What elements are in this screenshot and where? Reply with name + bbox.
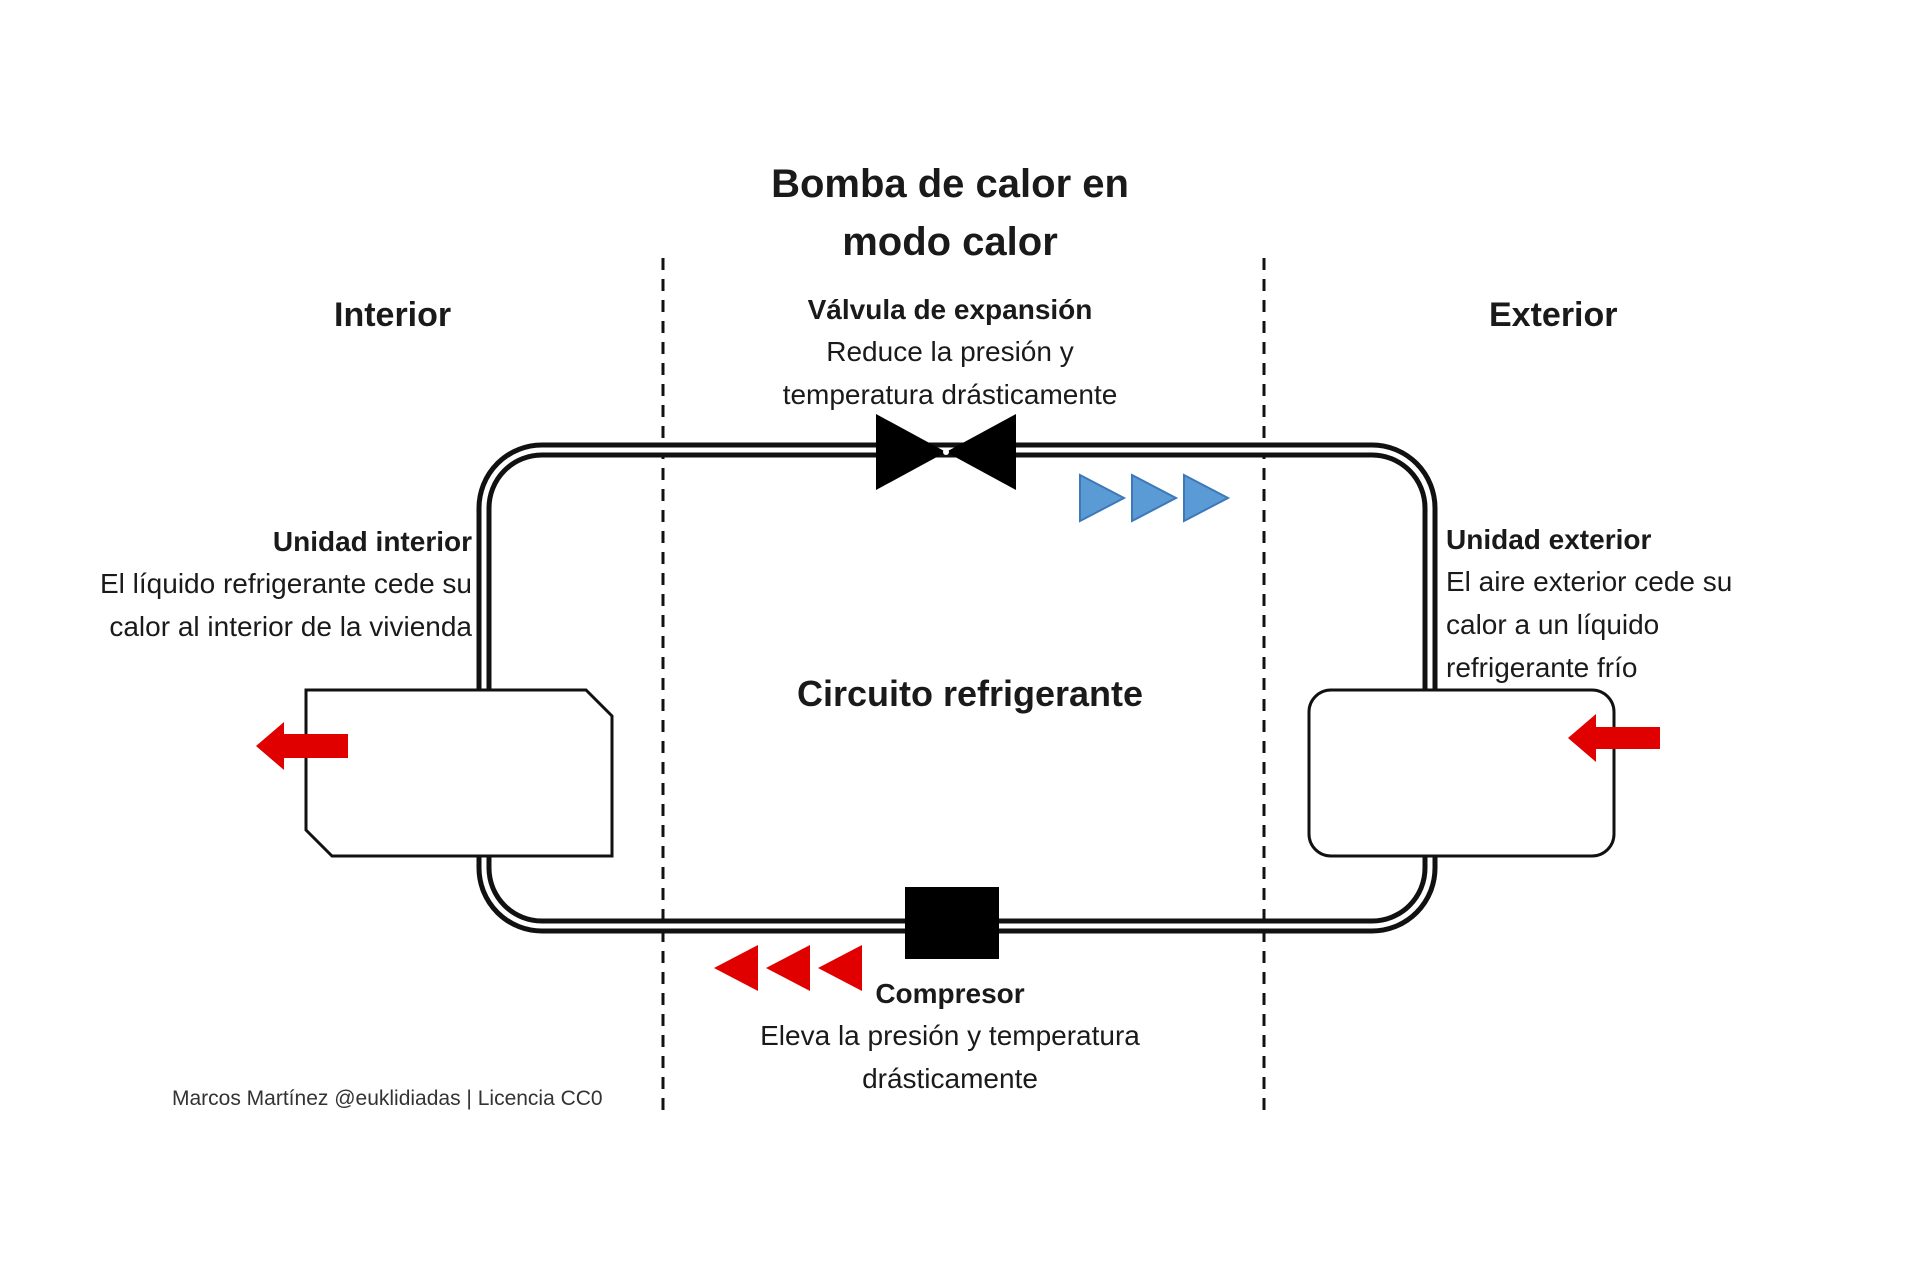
indoor-unit-description: El líquido refrigerante cede su calor al… <box>100 568 472 642</box>
expansion-valve-label: Válvula de expansión <box>807 294 1093 325</box>
cold-flow-arrows <box>1079 473 1231 523</box>
compressor-annotation: Compresor Eleva la presión y temperatura… <box>690 974 1210 1100</box>
flow-chevron-icon <box>818 945 862 991</box>
compressor-icon <box>905 887 999 959</box>
expansion-valve-description: Reduce la presión y temperatura drástica… <box>782 336 1118 410</box>
flow-chevron-icon <box>1183 473 1231 523</box>
heat-out-arrow-icon <box>256 722 348 770</box>
indoor-unit-annotation: Unidad interior El líquido refrigerante … <box>100 522 472 648</box>
circuit-label: Circuito refrigerante <box>796 673 1144 714</box>
flow-chevron-icon <box>714 945 758 991</box>
compressor-label: Compresor <box>875 978 1025 1009</box>
indoor-unit-box <box>304 688 614 858</box>
diagram-title: Bomba de calor en modo calor <box>771 162 1129 264</box>
region-label-exterior: Exterior <box>1489 296 1618 334</box>
outdoor-unit-description: El aire exterior cede su calor a un líqu… <box>1446 566 1733 683</box>
flow-chevron-icon <box>766 945 810 991</box>
outdoor-unit-label: Unidad exterior <box>1446 524 1652 555</box>
indoor-unit-label: Unidad interior <box>272 526 472 557</box>
outdoor-unit-box <box>1307 688 1616 858</box>
hot-flow-arrows <box>714 945 862 991</box>
heat-in-arrow-icon <box>1568 714 1660 762</box>
credit-line: Marcos Martínez @euklidiadas | Licencia … <box>172 1087 603 1110</box>
flow-chevron-icon <box>1079 473 1127 523</box>
flow-chevron-icon <box>1131 473 1179 523</box>
compressor-description: Eleva la presión y temperatura drásticam… <box>760 1020 1140 1094</box>
expansion-valve-annotation: Válvula de expansión Reduce la presión y… <box>690 290 1210 416</box>
outdoor-unit-annotation: Unidad exterior El aire exterior cede su… <box>1446 520 1846 689</box>
expansion-valve-icon <box>876 414 1016 490</box>
region-label-interior: Interior <box>334 296 452 334</box>
